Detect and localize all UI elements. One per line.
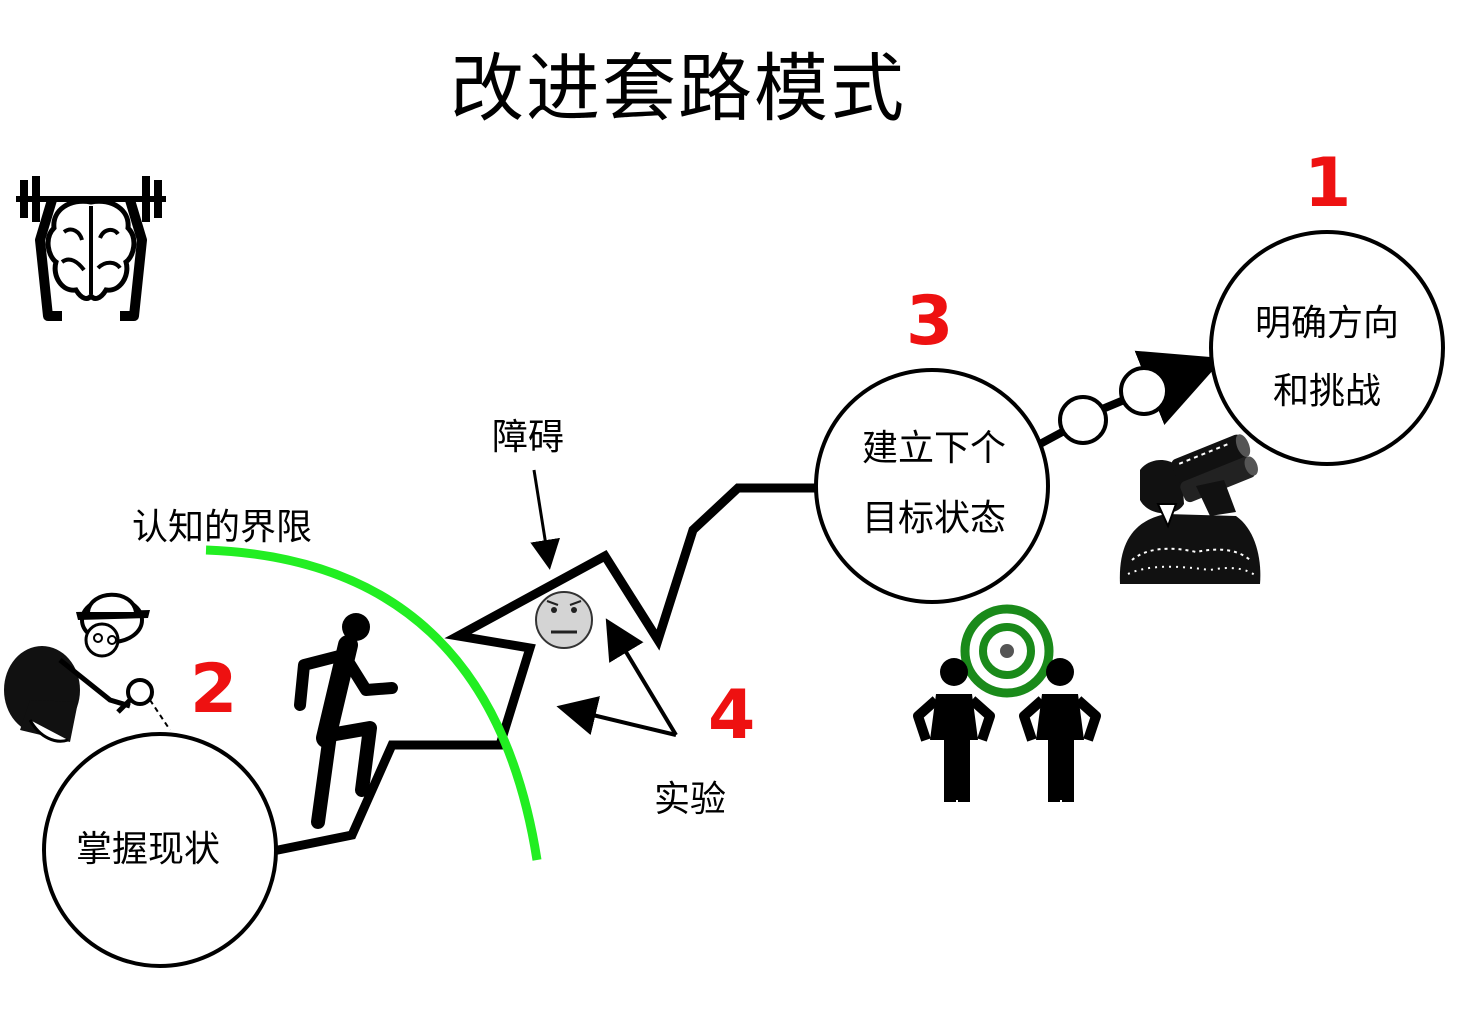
binoculars-person-icon: [1119, 434, 1261, 584]
step-one-label: 明确方向 和挑战: [1246, 290, 1408, 427]
step-two-label: 掌握现状: [76, 828, 220, 871]
experiment-arrow: [605, 618, 678, 737]
experiment-arrow: [556, 696, 677, 737]
step-one-number: 1: [1304, 144, 1352, 223]
page-title: 改进套路模式: [450, 46, 906, 132]
detective-magnifier-icon: [4, 592, 171, 743]
target-icon: [960, 604, 1054, 698]
step-two-number: 2: [190, 650, 238, 729]
step-three-line2: 目标状态: [861, 498, 1006, 540]
brain-weightlifting-icon: [16, 176, 166, 321]
direction-arrow: [1134, 350, 1224, 425]
experiment-label: 实验: [654, 779, 727, 820]
running-person-icon: [294, 613, 398, 829]
small-waypoint-circle: [1058, 395, 1108, 445]
obstacle-label: 障碍: [492, 417, 565, 458]
step-three-circle: [814, 368, 1050, 604]
frowning-face-icon: [535, 591, 593, 649]
step-three-number: 3: [906, 282, 954, 361]
step-one-line2: 和挑战: [1272, 371, 1381, 413]
two-people-icon: [913, 658, 1101, 802]
progress-path: [273, 483, 823, 855]
step-two-text: 掌握现状: [76, 829, 221, 870]
obstacle-arrow: [530, 469, 560, 570]
step-three-line1: 建立下个: [861, 428, 1006, 469]
step-one-circle: [1209, 230, 1445, 466]
step-two-circle: [42, 732, 278, 968]
step-three-label: 建立下个 目标状态: [856, 414, 1012, 554]
step-four-number: 4: [708, 676, 756, 755]
knowledge-threshold-label: 认知的界限: [132, 507, 313, 548]
knowledge-threshold-arc: [205, 545, 542, 861]
step-one-line1: 明确方向: [1254, 303, 1399, 344]
small-waypoint-circle: [1119, 366, 1169, 416]
